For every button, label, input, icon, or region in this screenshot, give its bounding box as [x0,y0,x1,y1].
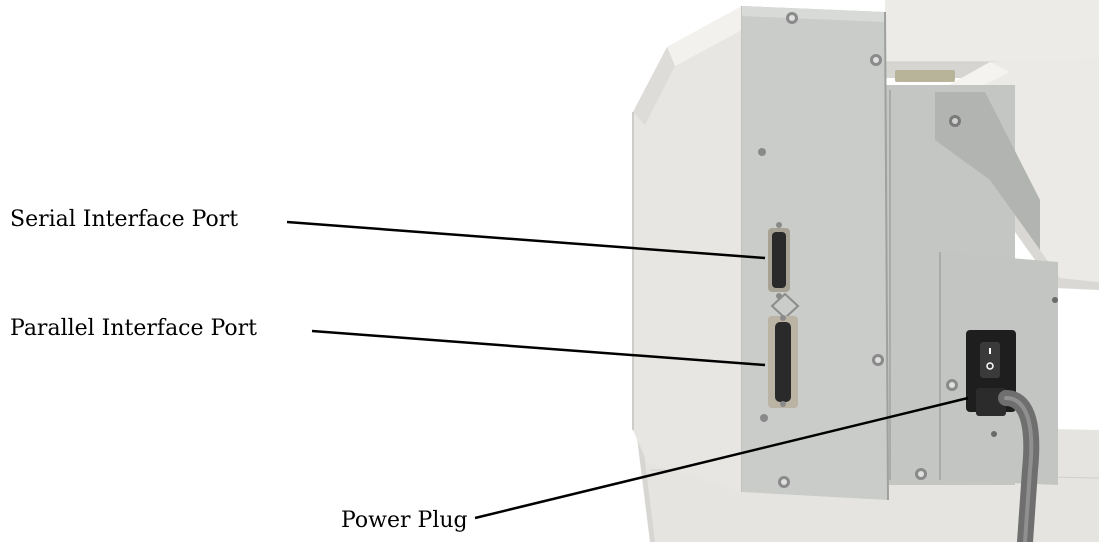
parallel-port-label: Parallel Interface Port [10,316,258,341]
power-plug-leader-line [474,396,969,520]
power-cord [998,390,1040,542]
parallel-port-connector [768,292,800,408]
parallel-port-leader-line [311,329,766,367]
serial-port-leader-line [286,220,766,260]
serial-port-label: Serial Interface Port [10,207,239,232]
serial-port-connector [768,222,790,299]
power-plug-label: Power Plug [341,508,468,533]
